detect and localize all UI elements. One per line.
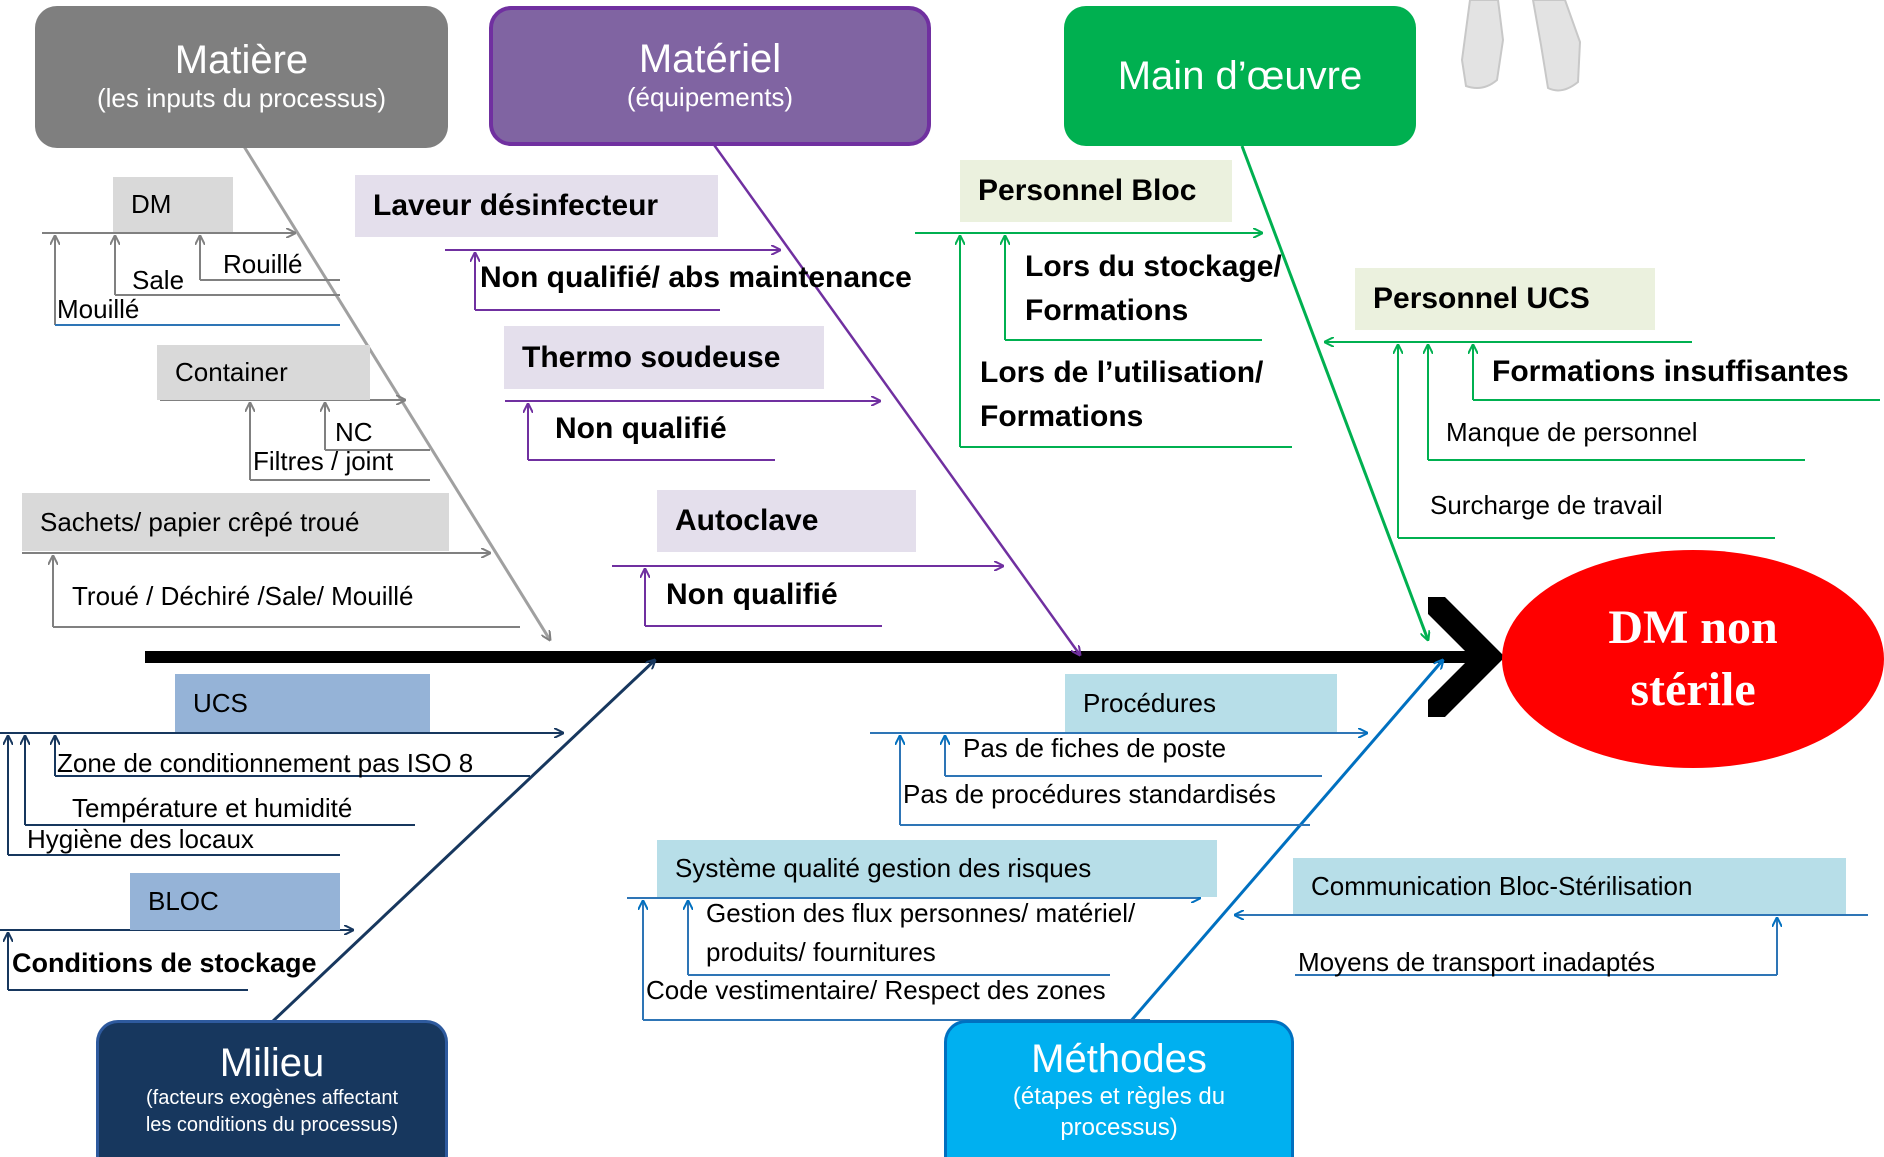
- category-milieu-title: Milieu: [219, 1041, 325, 1085]
- cause-autoclave-label: Autoclave: [657, 490, 916, 552]
- cause-milieu-bloc-label: BLOC: [130, 873, 340, 930]
- bone-milieu: [270, 660, 655, 1024]
- effect-line-1: DM non: [1608, 600, 1778, 654]
- cause-container-label: Container: [157, 345, 370, 400]
- cause-dm-rouille: Rouillé: [223, 249, 303, 279]
- cause-procedures-standardises: Pas de procédures standardisés: [903, 779, 1276, 809]
- cause-bloc-formations-1: Formations: [1025, 294, 1189, 327]
- category-matiere: Matière (les inputs du processus): [35, 6, 448, 148]
- cause-qualite-code: Code vestimentaire/ Respect des zones: [646, 975, 1106, 1005]
- category-methodes-subtitle-1: (étapes et règles du: [1012, 1082, 1226, 1110]
- cause-laveur-label: Laveur désinfecteur: [355, 175, 718, 237]
- category-methodes-title: Méthodes: [1031, 1036, 1207, 1081]
- cause-dm-label: DM: [113, 177, 233, 232]
- cause-milieu-zone: Zone de conditionnement pas ISO 8: [57, 748, 474, 778]
- cause-milieu-hygiene: Hygiène des locaux: [27, 824, 254, 854]
- cause-thermo-label: Thermo soudeuse: [504, 326, 824, 389]
- category-main-oeuvre: Main d’œuvre: [1064, 6, 1416, 146]
- cause-sachets-label: Sachets/ papier crêpé troué: [22, 493, 449, 551]
- cause-milieu-ucs-label: UCS: [175, 674, 430, 732]
- cause-communication-label: Communication Bloc-Stérilisation: [1293, 858, 1846, 914]
- cause-ucs-manque: Manque de personnel: [1446, 417, 1698, 447]
- character-figure: [1460, 0, 1582, 92]
- cause-autoclave-non-qualifie: Non qualifié: [666, 578, 838, 611]
- cause-ucs-formations: Formations insuffisantes: [1492, 355, 1849, 388]
- category-milieu-subtitle-1: (facteurs exogènes affectant: [145, 1087, 398, 1109]
- bone-matiere: [238, 139, 550, 640]
- category-matiere-title: Matière: [174, 38, 309, 83]
- category-materiel-subtitle: (équipements): [626, 82, 794, 113]
- cause-personnel-bloc-label: Personnel Bloc: [960, 160, 1232, 222]
- cause-dm-mouille: Mouillé: [57, 294, 140, 324]
- bone-main-oeuvre: [1240, 145, 1428, 640]
- category-methodes: Méthodes (étapes et règles du processus): [944, 1020, 1294, 1157]
- bone-methodes: [1128, 660, 1443, 1023]
- cause-personnel-ucs-label: Personnel UCS: [1355, 268, 1655, 330]
- bone-materiel: [710, 141, 1080, 655]
- category-materiel-title: Matériel: [638, 37, 782, 82]
- cause-bloc-formations-2: Formations: [980, 400, 1144, 433]
- category-methodes-subtitle-2: processus): [1060, 1114, 1178, 1141]
- cause-milieu-temperature: Température et humidité: [72, 793, 353, 823]
- cause-bloc-stockage: Lors du stockage/: [1025, 250, 1282, 283]
- cause-communication-transport: Moyens de transport inadaptés: [1298, 947, 1655, 977]
- category-milieu: Milieu (facteurs exogènes affectant les …: [96, 1020, 448, 1157]
- cause-thermo-non-qualifie: Non qualifié: [555, 412, 727, 445]
- cause-qualite-flux-1: Gestion des flux personnes/ matériel/: [706, 898, 1136, 928]
- cause-qualite-label: Système qualité gestion des risques: [657, 840, 1217, 897]
- category-materiel: Matériel (équipements): [489, 6, 931, 146]
- cause-container-nc: NC: [335, 417, 373, 447]
- cause-sachets-troue: Troué / Déchiré /Sale/ Mouillé: [72, 581, 414, 611]
- category-milieu-subtitle-2: les conditions du processus): [145, 1114, 399, 1136]
- cause-qualite-flux-2: produits/ fournitures: [706, 937, 936, 967]
- effect-line-2: stérile: [1630, 663, 1756, 716]
- cause-milieu-conditions: Conditions de stockage: [12, 948, 317, 978]
- cause-container-filtres: Filtres / joint: [253, 446, 394, 476]
- cause-procedures-fiches: Pas de fiches de poste: [963, 733, 1227, 763]
- cause-bloc-utilisation: Lors de l’utilisation/: [980, 356, 1264, 389]
- category-matiere-subtitle: (les inputs du processus): [96, 83, 387, 114]
- category-main-oeuvre-title: Main d’œuvre: [1117, 54, 1363, 98]
- cause-procedures-label: Procédures: [1065, 674, 1337, 732]
- cause-dm-sale: Sale: [132, 265, 185, 295]
- cause-ucs-surcharge: Surcharge de travail: [1430, 490, 1663, 520]
- effect-dm-non-sterile: DM non stérile: [1502, 550, 1884, 768]
- cause-laveur-non-qualifie: Non qualifié/ abs maintenance: [480, 261, 912, 294]
